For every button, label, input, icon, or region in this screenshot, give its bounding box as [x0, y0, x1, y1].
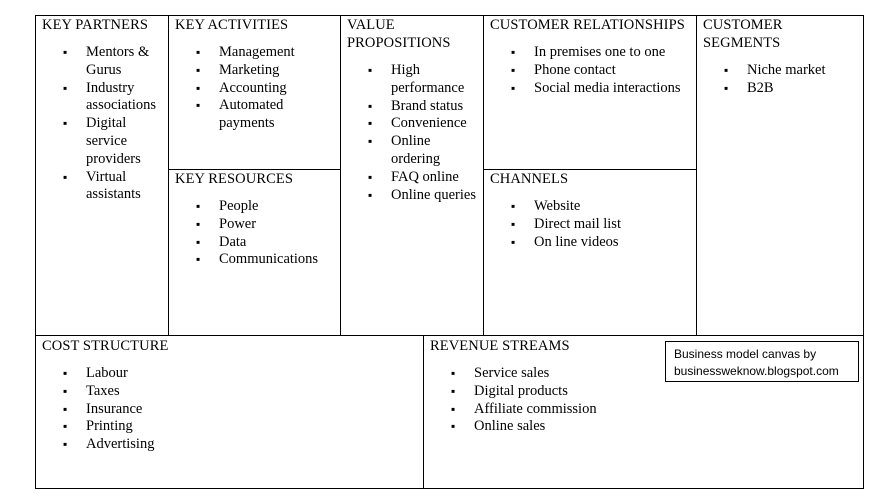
list-item: Accounting: [196, 80, 336, 98]
credit-line-1: Business model canvas by: [674, 347, 817, 361]
list-item: Power: [196, 216, 336, 234]
list-item: Online sales: [451, 418, 651, 436]
list-item: Mentors & Gurus: [63, 44, 167, 80]
value-propositions-list: High performance Brand status Convenienc…: [368, 62, 483, 204]
credit-box: Business model canvas by businessweknow.…: [665, 341, 859, 382]
list-item: People: [196, 198, 336, 216]
customer-segments-block: CUSTOMER SEGMENTS Niche market B2B: [696, 15, 864, 337]
list-item: Direct mail list: [511, 216, 696, 234]
list-item: Service sales: [451, 365, 651, 383]
revenue-streams-list: Service sales Digital products Affiliate…: [451, 365, 651, 436]
customer-relationships-list: In premises one to one Phone contact Soc…: [511, 44, 696, 97]
key-partners-title: KEY PARTNERS: [42, 17, 149, 33]
list-item: Automated payments: [196, 97, 299, 133]
key-activities-block: KEY ACTIVITIES Management Marketing Acco…: [168, 15, 342, 171]
customer-relationships-block: CUSTOMER RELATIONSHIPS In premises one t…: [483, 15, 698, 171]
list-item: Digital service providers: [63, 115, 167, 168]
customer-segments-title: CUSTOMER SEGMENTS: [703, 17, 783, 51]
list-item: Industry associations: [63, 80, 167, 116]
list-item: High performance: [368, 62, 471, 98]
revenue-streams-title: REVENUE STREAMS: [430, 338, 570, 354]
list-item: Online queries: [368, 187, 483, 205]
list-item: Marketing: [196, 62, 336, 80]
value-propositions-block: VALUE PROPOSITIONS High performance Bran…: [340, 15, 485, 337]
list-item: Data: [196, 234, 336, 252]
cost-structure-list: Labour Taxes Insurance Printing Advertis…: [63, 365, 363, 454]
list-item: In premises one to one: [511, 44, 696, 62]
list-item: Virtual assistants: [63, 169, 167, 205]
key-partners-block: KEY PARTNERS Mentors & Gurus Industry as…: [35, 15, 170, 337]
key-resources-title: KEY RESOURCES: [175, 171, 293, 187]
key-resources-block: KEY RESOURCES People Power Data Communic…: [168, 169, 342, 337]
list-item: Management: [196, 44, 336, 62]
list-item: Convenience: [368, 115, 483, 133]
list-item: Printing: [63, 418, 363, 436]
list-item: Online ordering: [368, 133, 451, 169]
list-item: B2B: [724, 80, 859, 98]
list-item: Brand status: [368, 98, 483, 116]
list-item: Taxes: [63, 383, 363, 401]
customer-segments-list: Niche market B2B: [724, 62, 859, 98]
value-propositions-title: VALUE PROPOSITIONS: [347, 17, 451, 51]
key-activities-title: KEY ACTIVITIES: [175, 17, 289, 33]
list-item: FAQ online: [368, 169, 483, 187]
key-activities-list: Management Marketing Accounting Automate…: [196, 44, 336, 133]
list-item: Niche market: [724, 62, 859, 80]
customer-relationships-title: CUSTOMER RELATIONSHIPS: [490, 17, 685, 33]
list-item: Insurance: [63, 401, 363, 419]
list-item: On line videos: [511, 234, 696, 252]
list-item: Social media interactions: [511, 80, 696, 98]
list-item: Affiliate commission: [451, 401, 651, 419]
credit-line-2: businessweknow.blogspot.com: [674, 364, 839, 378]
channels-block: CHANNELS Website Direct mail list On lin…: [483, 169, 698, 337]
list-item: Advertising: [63, 436, 363, 454]
cost-structure-block: COST STRUCTURE Labour Taxes Insurance Pr…: [35, 335, 425, 489]
list-item: Website: [511, 198, 696, 216]
key-resources-list: People Power Data Communications: [196, 198, 336, 269]
list-item: Labour: [63, 365, 363, 383]
list-item: Phone contact: [511, 62, 696, 80]
key-partners-list: Mentors & Gurus Industry associations Di…: [63, 44, 167, 204]
channels-title: CHANNELS: [490, 171, 569, 187]
list-item: Communications: [196, 251, 336, 269]
channels-list: Website Direct mail list On line videos: [511, 198, 696, 251]
list-item: Digital products: [451, 383, 651, 401]
cost-structure-title: COST STRUCTURE: [42, 338, 169, 354]
